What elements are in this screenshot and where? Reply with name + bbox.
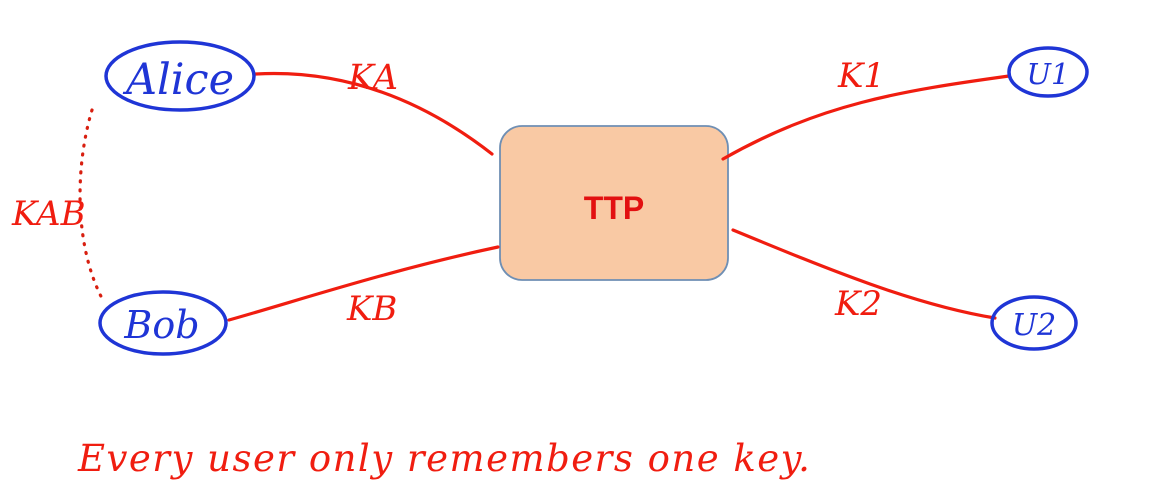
key-a-label: KA [347,58,398,98]
alice-ttp-link [254,71,494,156]
caption: Every user only remembers one key. [77,437,811,480]
key-1-label: K1 [837,56,885,96]
u2-ttp-link [731,228,997,320]
u2-node [990,295,1078,351]
bob-node [98,290,228,356]
alice-label: Alice [122,55,234,105]
u1-ttp-link [721,74,1011,161]
key-ab-label: KAB [11,194,86,234]
ttp-label: TTP [584,190,644,226]
u1-node [1007,46,1089,98]
key-2-label: K2 [834,284,882,324]
alice-node [104,40,256,112]
u1-label: U1 [1027,57,1070,91]
bob-label: Bob [123,303,199,347]
bob-ttp-link [227,245,500,322]
ttp-box [499,125,729,281]
u2-label: U2 [1012,308,1056,343]
alice-bob-dotted-link [78,108,106,304]
key-b-label: KB [346,289,397,329]
